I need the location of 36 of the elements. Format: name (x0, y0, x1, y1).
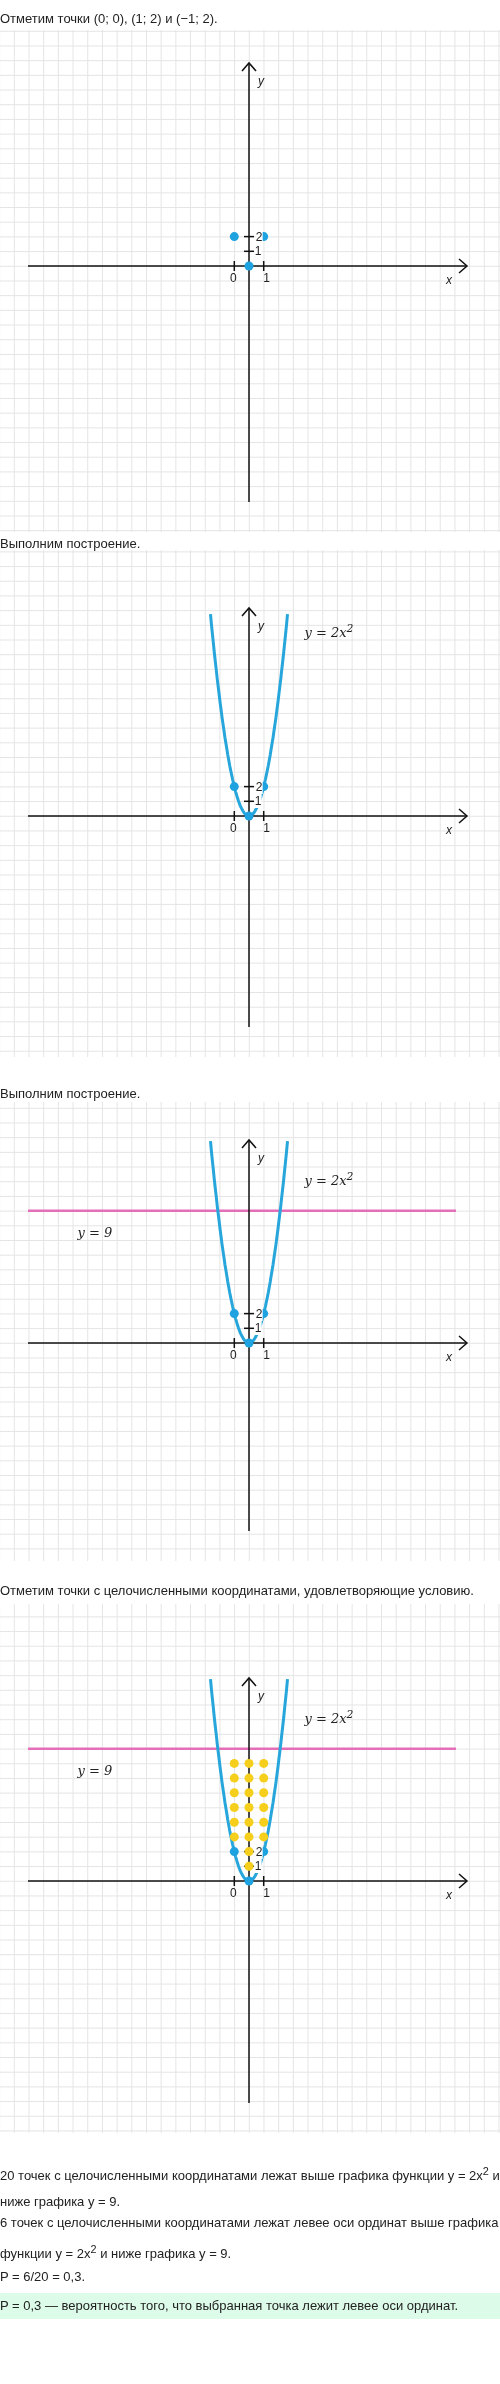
axis-label: x (446, 1350, 452, 1364)
axis-label: x (446, 273, 452, 287)
tick-label: 2 (255, 229, 263, 244)
tick-label: 1 (254, 794, 262, 809)
tick-label: 0 (229, 1348, 237, 1362)
answer-text: P = 0,3 — вероятность того, что выбранная точка лежит левее оси ординат. (0, 2293, 500, 2319)
solution-text: 20 точек с целочисленными координатами лежат выше графика функции y = 2x$^{2}$ и ниже графика y = 9. (0, 2164, 500, 2212)
axis-label: x (446, 823, 452, 837)
tick-label: 1 (263, 1886, 271, 1900)
axis-label: y (258, 74, 264, 88)
axis-label: y (258, 1151, 264, 1165)
tick-label: 0 (229, 271, 237, 285)
function-label: y = 2x$^{2}$ (304, 621, 354, 641)
tick-label: 1 (263, 821, 271, 835)
line-label: y = 9 (77, 1763, 113, 1778)
solution-text: Выполним построение. (0, 535, 142, 553)
line-label: y = 9 (77, 1225, 113, 1240)
solution-text: Выполним построение. (0, 1085, 142, 1103)
axis-label: y (258, 619, 264, 633)
function-label: y = 2x$^{2}$ (304, 1707, 354, 1727)
tick-label: 2 (255, 779, 263, 794)
tick-label: 1 (263, 1348, 271, 1362)
tick-label: 1 (254, 1859, 262, 1874)
solution-text: 6 точек с целочисленными координатами лежат левее оси ординат выше графика функции y = 2x$^{2}$ и ниже графика y = 9. (0, 2214, 500, 2264)
axis-label: x (446, 1888, 452, 1902)
solution-text: P = 6/20 = 0,3. (0, 2268, 87, 2286)
tick-label: 0 (229, 821, 237, 835)
axis-label: y (258, 1689, 264, 1703)
tick-label: 2 (255, 1306, 263, 1321)
tick-label: 2 (255, 1844, 263, 1859)
solution-text: Отметим точки с целочисленными координатами, удовлетворяющие условию. (0, 1582, 475, 1600)
tick-label: 1 (254, 1321, 262, 1336)
solution-text: Отметим точки (0; 0), (1; 2) и (−1; 2). (0, 10, 219, 28)
tick-label: 0 (229, 1886, 237, 1900)
function-label: y = 2x$^{2}$ (304, 1169, 354, 1189)
tick-label: 1 (263, 271, 271, 285)
